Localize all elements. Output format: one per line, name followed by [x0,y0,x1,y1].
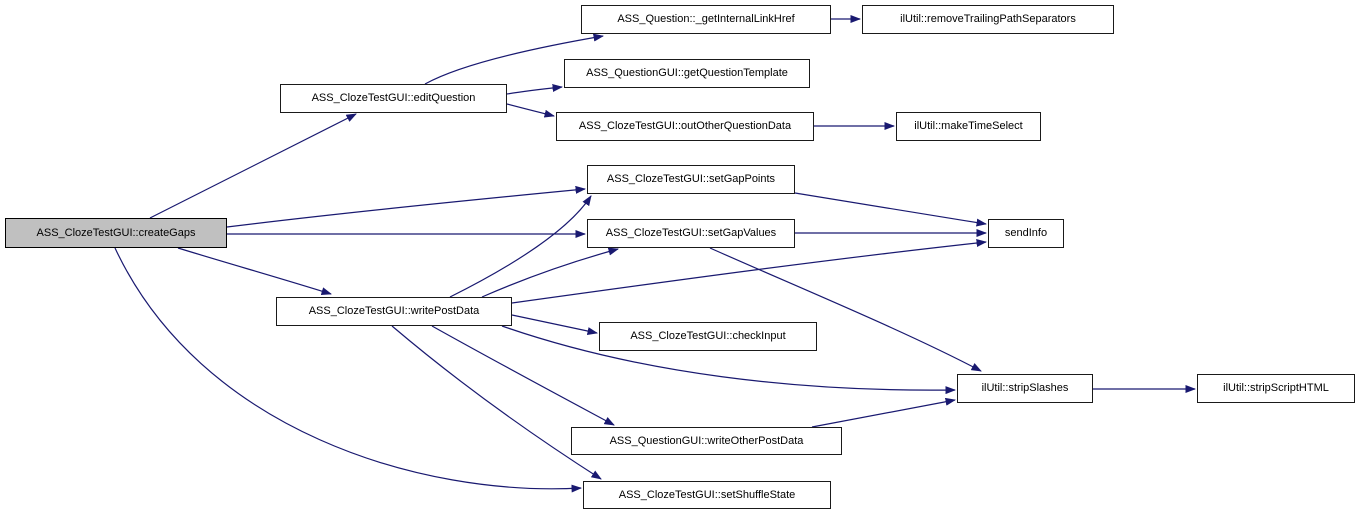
edge-createGaps-to-setGapPoints [226,185,586,228]
node-setGapPoints[interactable]: ASS_ClozeTestGUI::setGapPoints [587,165,795,194]
edge-editQuestion-to-getQuestionTemplate [506,84,563,95]
edge-writeOtherPostData-to-stripSlashes [811,397,956,428]
edge-group [114,15,1196,493]
node-writeOtherPostData[interactable]: ASS_QuestionGUI::writeOtherPostData [571,427,842,455]
edge-createGaps-to-editQuestion [149,113,357,219]
node-getQuestionTemplate[interactable]: ASS_QuestionGUI::getQuestionTemplate [564,59,810,88]
edge-writePostData-to-setGapValues [481,247,619,298]
node-stripSlashes[interactable]: ilUtil::stripSlashes [957,374,1093,403]
node-setShuffleState[interactable]: ASS_ClozeTestGUI::setShuffleState [583,481,831,509]
node-outOtherQuestionData[interactable]: ASS_ClozeTestGUI::outOtherQuestionData [556,112,814,141]
node-makeTimeSelect[interactable]: ilUtil::makeTimeSelect [896,112,1041,141]
node-setGapValues[interactable]: ASS_ClozeTestGUI::setGapValues [587,219,795,248]
node-editQuestion[interactable]: ASS_ClozeTestGUI::editQuestion [280,84,507,113]
edge-createGaps-to-writePostData [177,247,332,295]
edge-editQuestion-to-outOtherQuestionData [506,103,555,118]
node-stripScriptHTML[interactable]: ilUtil::stripScriptHTML [1197,374,1355,403]
edge-createGaps-to-setShuffleState [114,247,582,493]
node-checkInput[interactable]: ASS_ClozeTestGUI::checkInput [599,322,817,351]
edge-writePostData-to-setShuffleState [391,325,602,480]
node-removeTrailingPathSeparators[interactable]: ilUtil::removeTrailingPathSeparators [862,5,1114,34]
node-writePostData[interactable]: ASS_ClozeTestGUI::writePostData [276,297,512,326]
edge-setGapPoints-to-sendInfo [794,192,987,227]
edge-writePostData-to-writeOtherPostData [431,325,615,426]
node-createGaps: ASS_ClozeTestGUI::createGaps [5,218,227,248]
edge-writePostData-to-setGapPoints [449,195,592,298]
node-getInternalLinkHref[interactable]: ASS_Question::_getInternalLinkHref [581,5,831,34]
node-sendInfo[interactable]: sendInfo [988,219,1064,248]
edge-writePostData-to-sendInfo [511,239,987,304]
edge-setGapValues-to-stripSlashes [709,247,982,372]
edge-writePostData-to-checkInput [511,314,598,335]
